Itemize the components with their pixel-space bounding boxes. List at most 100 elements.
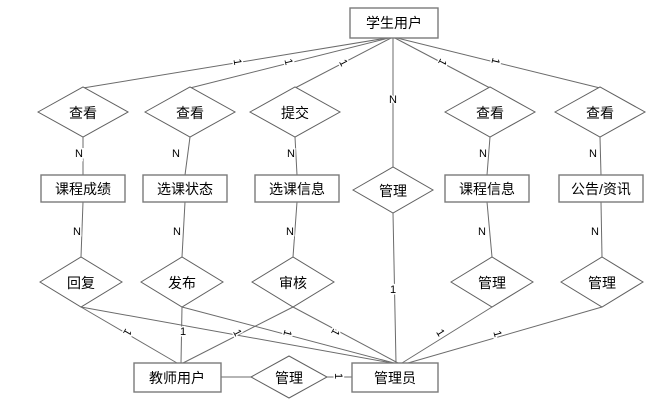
entity-student-user-box <box>349 7 439 39</box>
relation-submit-label: 提交 <box>281 105 309 121</box>
entity-course-grade-label: 课程成绩 <box>55 181 111 197</box>
entity-teacher-user: 教师用户 <box>133 362 222 393</box>
relation-submit-shape <box>248 86 342 138</box>
edge-student-to-view-status <box>189 36 394 89</box>
relation-manage-student-shape <box>351 166 435 214</box>
cardinality-label: 1 <box>336 57 349 68</box>
edge-student-to-view-grade <box>82 36 394 89</box>
relation-manage-news-shape <box>560 256 644 308</box>
edge-view-to-news <box>599 136 602 176</box>
cardinality-label: N <box>287 148 295 160</box>
edge-reply-to-teacher <box>80 306 178 364</box>
relation-view-news-shape <box>553 86 647 138</box>
entity-selection-status: 选课状态 <box>142 174 228 203</box>
cardinality-label: N <box>75 148 83 160</box>
edge-reply-to-admin <box>80 306 393 364</box>
relation-view-course-label: 查看 <box>476 105 504 121</box>
cardinality-label: 1 <box>281 58 294 67</box>
entity-student-user-label: 学生用户 <box>366 15 422 31</box>
relation-view-grade: 查看 <box>36 86 130 138</box>
entity-admin-box <box>351 362 439 393</box>
entity-teacher-user-label: 教师用户 <box>149 370 205 386</box>
entity-selection-info: 选课信息 <box>254 174 340 203</box>
relation-manage-news: 管理 <box>560 256 644 308</box>
entity-student-user: 学生用户 <box>349 7 439 39</box>
relation-manage-course: 管理 <box>450 256 534 308</box>
relation-manage-teacher-label: 管理 <box>275 370 303 386</box>
relation-review-shape <box>251 256 335 308</box>
edge-news-to-manage <box>600 201 603 258</box>
relations: 查看 查看 提交 查看 查看 管理 回复 发布 <box>36 86 647 399</box>
cardinality-label: N <box>286 226 294 238</box>
entity-announcement: 公告/资讯 <box>558 174 644 203</box>
edge-view-to-course <box>486 136 491 176</box>
cardinality-label: N <box>389 94 397 106</box>
relation-publish-label: 发布 <box>168 275 196 291</box>
edge-grade-to-reply <box>80 201 84 258</box>
entity-announcement-box <box>558 174 644 203</box>
relation-view-course-shape <box>443 86 537 138</box>
relation-view-course: 查看 <box>443 86 537 138</box>
edge-review-to-teacher <box>182 306 294 364</box>
entity-course-grade: 课程成绩 <box>40 174 126 203</box>
entity-course-info-label: 课程信息 <box>459 181 515 197</box>
relation-reply-label: 回复 <box>67 275 95 291</box>
edge-student-to-view-news <box>392 36 601 89</box>
cardinality-label: 1 <box>390 284 396 296</box>
relation-reply-shape <box>39 256 123 308</box>
relation-view-news-label: 查看 <box>586 105 614 121</box>
entity-selection-status-label: 选课状态 <box>157 181 213 197</box>
relation-manage-teacher-shape <box>249 355 329 399</box>
relation-manage-news-label: 管理 <box>588 275 616 291</box>
cardinality-label: N <box>479 148 487 160</box>
edge-submit-to-info <box>294 136 298 176</box>
entity-selection-info-box <box>254 174 340 203</box>
relation-review-label: 审核 <box>279 275 307 291</box>
entities: 学生用户 课程成绩 选课状态 选课信息 课程信息 公告/资讯 教师用户 管理员 <box>40 7 644 393</box>
cardinality-label: 1 <box>231 58 244 66</box>
relation-reply: 回复 <box>39 256 123 308</box>
edge-manage-news-to-admin <box>407 306 603 364</box>
cardinality-label: 1 <box>332 373 344 379</box>
cardinality-label: 1 <box>120 326 133 337</box>
edge-student-to-submit <box>294 36 394 89</box>
relation-manage-student-label: 管理 <box>379 183 407 199</box>
cardinality-label: 1 <box>180 326 186 338</box>
relation-view-status-shape <box>143 86 237 138</box>
relation-publish-shape <box>140 256 224 308</box>
cardinality-label: N <box>478 226 486 238</box>
cardinality-label: 1 <box>488 57 501 66</box>
relation-manage-student: 管理 <box>351 166 435 214</box>
entity-selection-status-box <box>142 174 228 203</box>
edge-publish-to-admin <box>181 306 395 364</box>
edge-publish-to-teacher <box>180 306 183 364</box>
entity-course-info: 课程信息 <box>444 174 530 203</box>
relation-view-news: 查看 <box>553 86 647 138</box>
edge-status-to-publish <box>181 201 186 258</box>
entity-course-grade-box <box>40 174 126 203</box>
entity-announcement-label: 公告/资讯 <box>571 181 631 197</box>
cardinality-label: N <box>589 148 597 160</box>
relation-view-status-label: 查看 <box>176 105 204 121</box>
edge-review-to-admin <box>292 306 399 364</box>
cardinality-label: 1 <box>433 327 446 339</box>
relation-view-grade-label: 查看 <box>69 105 97 121</box>
edge-manage-to-admin <box>392 212 397 364</box>
cardinality-label: N <box>172 148 180 160</box>
entity-selection-info-label: 选课信息 <box>269 181 325 197</box>
relation-view-grade-shape <box>36 86 130 138</box>
entity-teacher-user-box <box>133 362 222 393</box>
relation-manage-course-shape <box>450 256 534 308</box>
relation-review: 审核 <box>251 256 335 308</box>
cardinality-label: 1 <box>435 56 448 67</box>
relation-view-status: 查看 <box>143 86 237 138</box>
edge-view-to-status <box>184 136 191 176</box>
cardinality-label: N <box>173 226 181 238</box>
edge-manage-course-to-admin <box>401 306 493 364</box>
edges <box>80 36 603 378</box>
relation-publish: 发布 <box>140 256 224 308</box>
entity-course-info-box <box>444 174 530 203</box>
relation-manage-course-label: 管理 <box>478 275 506 291</box>
